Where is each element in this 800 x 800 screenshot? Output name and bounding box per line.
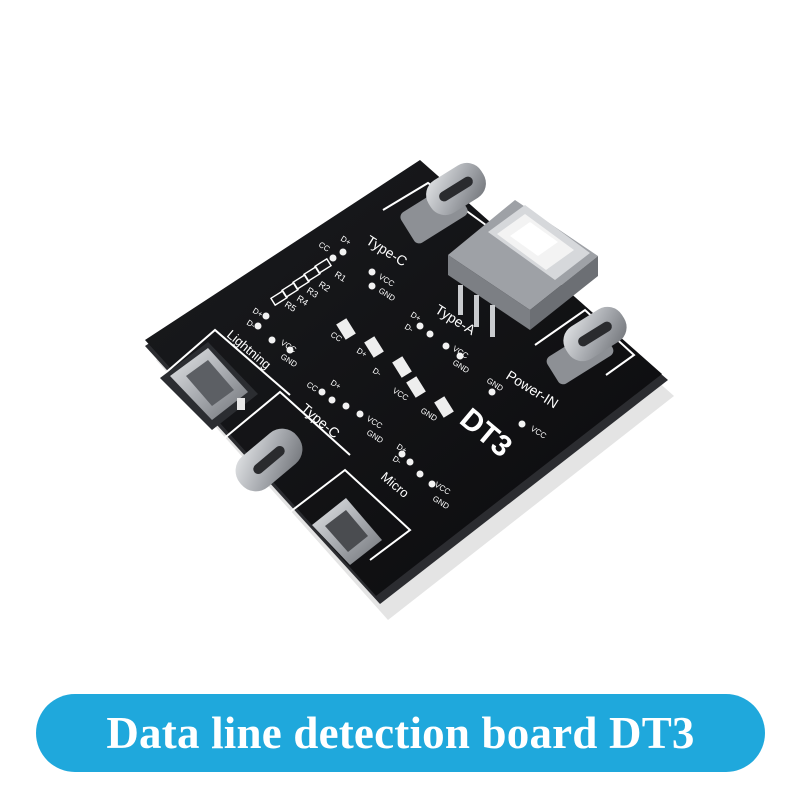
type-c-port-top xyxy=(400,162,486,244)
lightning-port xyxy=(160,342,258,430)
resistor-pads xyxy=(269,257,333,307)
caption-text: Data line detection board DT3 xyxy=(106,708,695,758)
usb-type-a-port xyxy=(448,200,598,337)
test-pads xyxy=(254,248,526,488)
caption-banner: Data line detection board DT3 xyxy=(36,694,765,772)
led-indicators xyxy=(336,318,454,418)
type-c-port-left xyxy=(235,428,303,492)
micro-usb-port xyxy=(312,498,382,565)
type-c-port-right xyxy=(546,306,627,385)
